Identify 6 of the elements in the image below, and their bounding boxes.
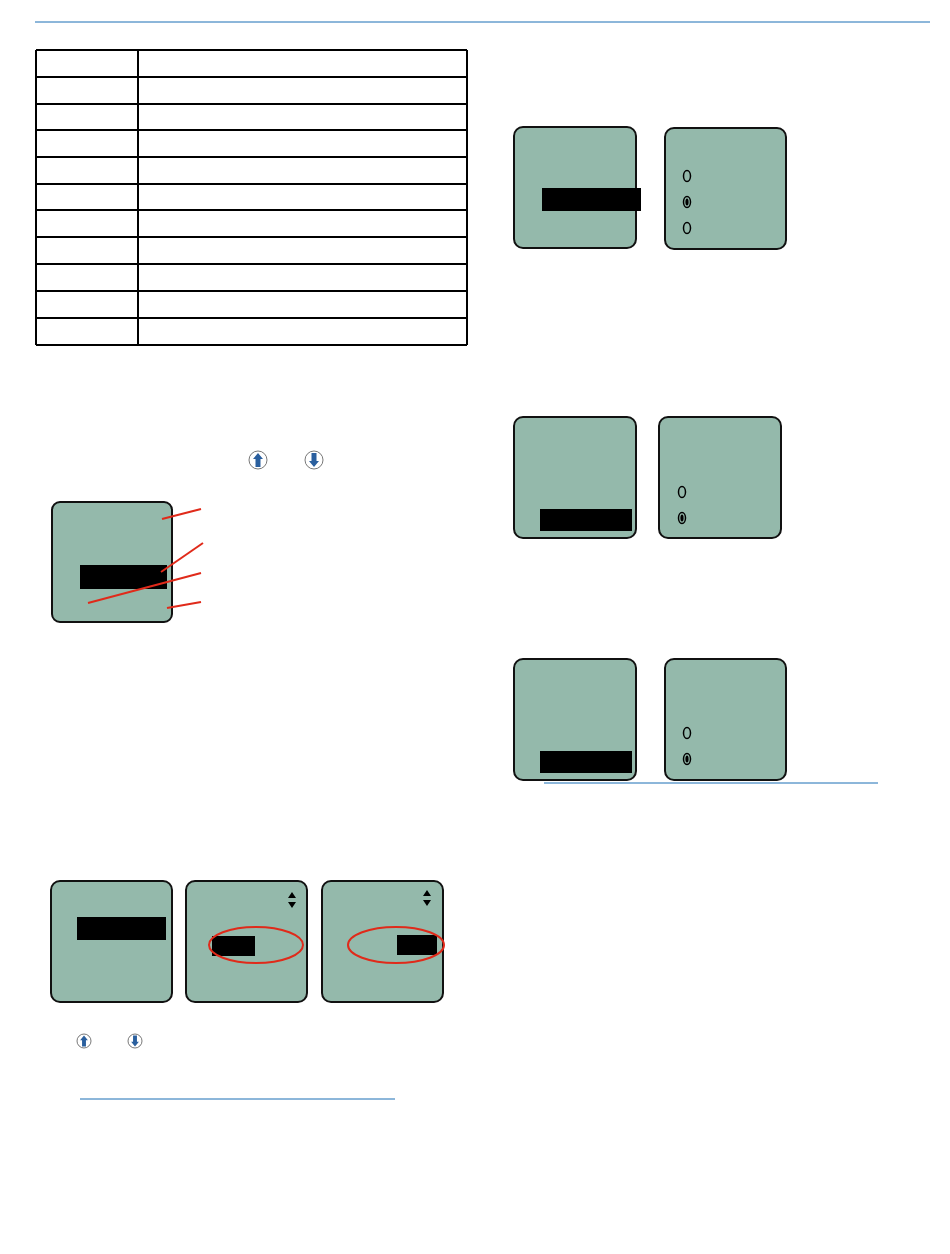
leader-line	[161, 508, 202, 520]
leader-line	[166, 601, 202, 609]
highlight-bar	[80, 565, 167, 589]
leader-line	[160, 542, 204, 573]
lcd-screen	[51, 501, 173, 623]
leader-line	[87, 572, 202, 604]
